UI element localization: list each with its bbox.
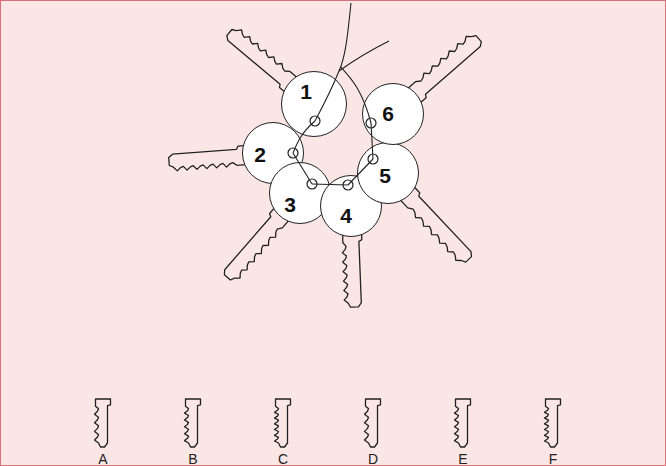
key-blade <box>169 145 249 171</box>
key-blade <box>185 399 201 447</box>
key-blade <box>275 399 291 447</box>
key-blade <box>398 185 471 262</box>
ring-link <box>293 153 312 184</box>
ring-link <box>371 123 373 159</box>
key-letter: D <box>368 452 378 466</box>
string <box>339 41 389 71</box>
ring-link <box>348 159 373 185</box>
key-blade <box>95 399 111 447</box>
key-letter: F <box>549 452 558 466</box>
key-head: 5 <box>357 142 419 204</box>
key-letter: C <box>278 452 288 466</box>
callout-number: 1 <box>300 81 312 102</box>
callout-number: 4 <box>340 205 352 226</box>
callout-number: 5 <box>379 165 391 186</box>
key-blade <box>342 231 362 308</box>
string <box>341 67 371 123</box>
string <box>315 3 351 121</box>
key-blade <box>365 399 381 447</box>
key-blade <box>545 399 561 447</box>
callout-number: 2 <box>254 144 266 165</box>
ring-link <box>312 184 348 185</box>
string <box>293 121 315 153</box>
key-letter: E <box>458 452 467 466</box>
key-blade <box>455 399 471 447</box>
key-letter: B <box>188 452 197 466</box>
key-letter: A <box>98 452 107 466</box>
callout-number: 6 <box>382 103 394 124</box>
callout-number: 3 <box>284 194 296 215</box>
